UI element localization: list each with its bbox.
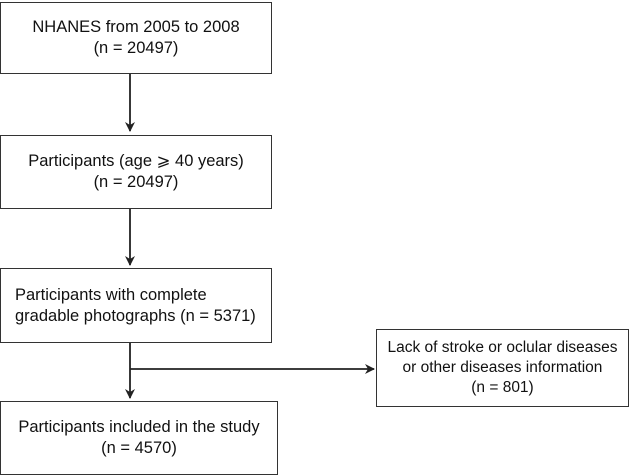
box-photos-line1: Participants with complete [15, 285, 207, 304]
box-excluded: Lack of stroke or oclular diseases or ot… [376, 329, 629, 407]
box-included-line1: Participants included in the study [18, 418, 260, 436]
box-age-line1: Participants (age ⩾ 40 years) [28, 152, 244, 170]
box-nhanes: NHANES from 2005 to 2008 (n = 20497) [0, 2, 272, 74]
box-included-line2: (n = 4570) [101, 439, 177, 457]
box-included: Participants included in the study (n = … [0, 401, 278, 475]
box-excluded-line2: or other diseases information [402, 359, 603, 376]
box-excluded-line3: (n = 801) [471, 379, 534, 396]
box-age: Participants (age ⩾ 40 years) (n = 20497… [0, 135, 272, 209]
box-photos: Participants with complete gradable phot… [0, 268, 272, 343]
box-excluded-line1: Lack of stroke or oclular diseases [387, 339, 618, 356]
box-age-line2: (n = 20497) [93, 173, 179, 191]
box-photos-line2: gradable photographs (n = 5371) [15, 306, 256, 325]
box-nhanes-line1: NHANES from 2005 to 2008 [32, 18, 240, 36]
box-nhanes-line2: (n = 20497) [93, 39, 179, 57]
